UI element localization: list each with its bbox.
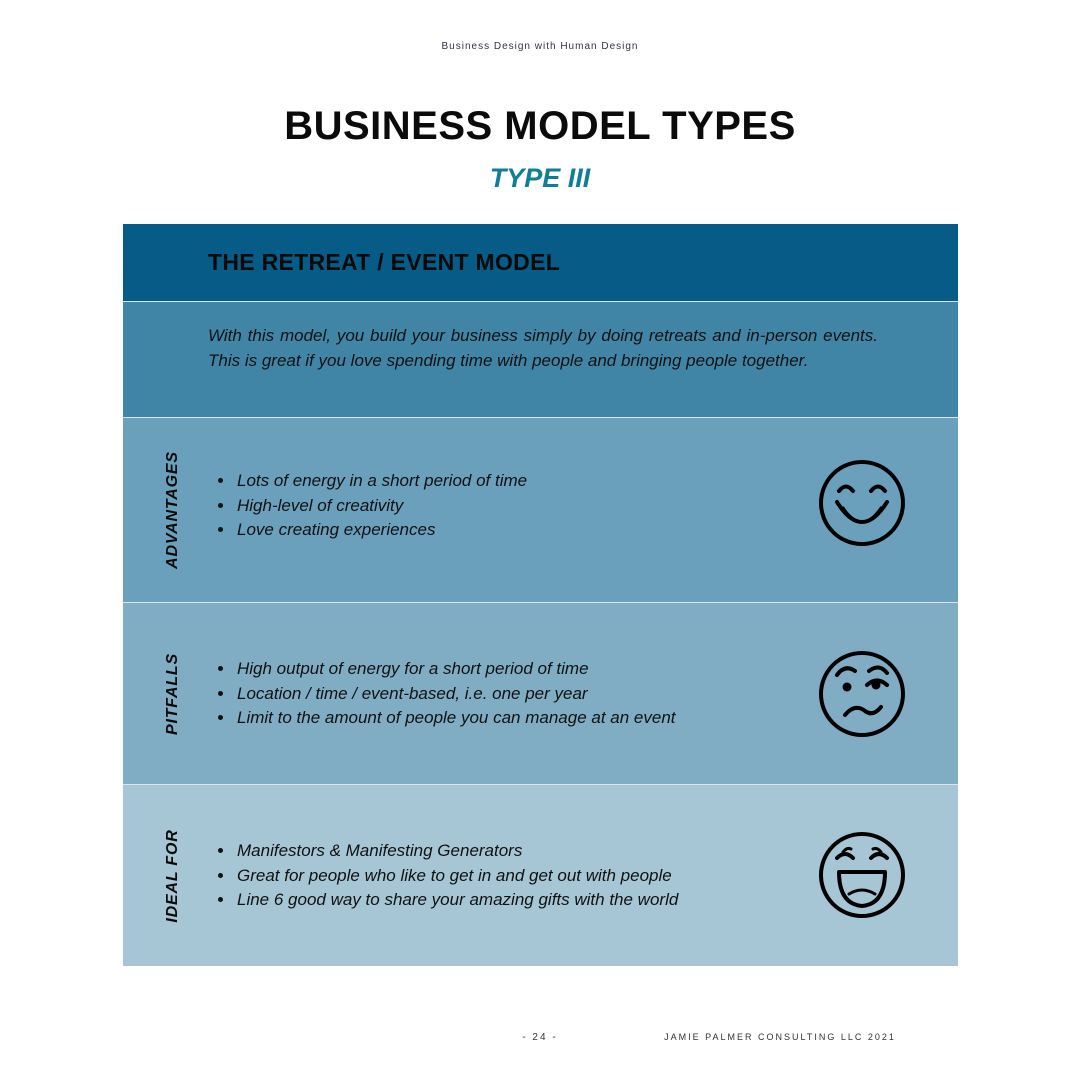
list-item: Location / time / event-based, i.e. one …	[235, 682, 676, 707]
list-item: Limit to the amount of people you can ma…	[235, 706, 676, 731]
smiling-face-icon	[819, 460, 905, 546]
list-item: Line 6 good way to share your amazing gi…	[235, 888, 678, 913]
model-title-row: THE RETREAT / EVENT MODEL	[123, 224, 958, 302]
confused-face-icon	[819, 651, 905, 737]
list-item: High-level of creativity	[235, 494, 527, 519]
ideal-for-section: IDEAL FOR Manifestors & Manifesting Gene…	[123, 785, 958, 966]
advantages-section: ADVANTAGES Lots of energy in a short per…	[123, 418, 958, 603]
advantages-label-text: ADVANTAGES	[164, 451, 181, 569]
list-item: Love creating experiences	[235, 518, 527, 543]
list-item: Lots of energy in a short period of time	[235, 469, 527, 494]
pitfalls-list: High output of energy for a short period…	[216, 657, 676, 731]
ideal-for-list: Manifestors & Manifesting Generators Gre…	[216, 839, 678, 913]
document-header: Business Design with Human Design	[441, 41, 639, 52]
laughing-face-icon	[819, 832, 905, 918]
pitfalls-section: PITFALLS High output of energy for a sho…	[123, 603, 958, 785]
advantages-label: ADVANTAGES	[123, 418, 223, 602]
list-item: Great for people who like to get in and …	[235, 864, 678, 889]
list-item: High output of energy for a short period…	[235, 657, 676, 682]
pitfalls-label: PITFALLS	[123, 603, 223, 784]
model-title: THE RETREAT / EVENT MODEL	[208, 249, 561, 275]
model-description: With this model, you build your business…	[208, 326, 878, 370]
page-subtitle: TYPE III	[489, 163, 591, 193]
pitfalls-label-text: PITFALLS	[164, 652, 181, 735]
ideal-for-label: IDEAL FOR	[123, 785, 223, 966]
footer-company: JAMIE PALMER CONSULTING LLC 2021	[664, 1032, 896, 1042]
business-model-card: THE RETREAT / EVENT MODEL With this mode…	[123, 224, 958, 966]
ideal-for-label-text: IDEAL FOR	[164, 828, 181, 923]
page-title: BUSINESS MODEL TYPES	[284, 104, 796, 148]
page-number: - 24 -	[522, 1032, 558, 1043]
list-item: Manifestors & Manifesting Generators	[235, 839, 678, 864]
model-description-row: With this model, you build your business…	[123, 302, 958, 418]
advantages-list: Lots of energy in a short period of time…	[216, 469, 527, 543]
